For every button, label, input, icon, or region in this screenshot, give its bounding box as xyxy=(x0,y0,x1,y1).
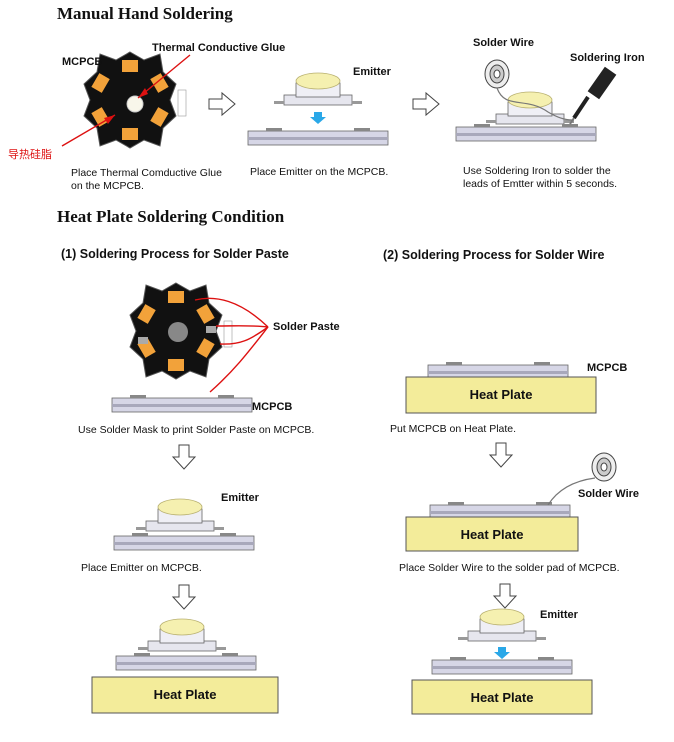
down-arrow-icon xyxy=(172,584,196,610)
manual-step1-caption-line1: Place Thermal Comductive Glue xyxy=(71,167,222,179)
section-title-heat-plate: Heat Plate Soldering Condition xyxy=(57,207,285,226)
manual-step3-caption-line2: leads of Emtter within 5 seconds. xyxy=(463,178,618,190)
emitter-on-board xyxy=(485,91,575,125)
heat-plate-label: Heat Plate xyxy=(471,690,534,705)
paste-step2-caption: Place Emitter on MCPCB. xyxy=(81,562,202,574)
paste-process-title: (1) Soldering Process for Solder Paste xyxy=(61,247,289,261)
heat-plate-label: Heat Plate xyxy=(154,687,217,702)
right-arrow-icon xyxy=(208,92,236,116)
heat-plate xyxy=(405,516,579,552)
emitter-label: Emitter xyxy=(540,609,578,621)
solder-paste-pointers xyxy=(194,297,269,393)
wire-process-title: (2) Soldering Process for Solder Wire xyxy=(383,248,605,262)
glue-pointer xyxy=(137,54,191,99)
down-arrow-icon xyxy=(493,583,517,609)
heat-plate-label: Heat Plate xyxy=(470,387,533,402)
glue-label: Thermal Conductive Glue xyxy=(152,42,286,54)
emitter-placed xyxy=(135,498,225,532)
manual-step1-caption-line2: on the MCPCB. xyxy=(71,180,144,192)
heat-plate xyxy=(91,676,279,714)
heat-plate xyxy=(405,376,597,414)
mcpcb-label: MCPCB xyxy=(587,362,628,374)
solder-wire-label: Solder Wire xyxy=(578,488,640,500)
soldering-iron-label: Soldering Iron xyxy=(570,52,645,64)
down-arrow-icon xyxy=(172,444,196,470)
wire-step1-caption: Put MCPCB on Heat Plate. xyxy=(390,423,517,435)
emitter-over-board xyxy=(457,608,547,642)
heat-plate-label: Heat Plate xyxy=(461,527,524,542)
mcpcb-label: MCPCB xyxy=(62,56,103,68)
mcpcb-label: MCPCB xyxy=(252,401,293,413)
manual-step2-caption: Place Emitter on the MCPCB. xyxy=(250,166,389,178)
solder-paste-label: Solder Paste xyxy=(273,321,340,333)
section-title-manual: Manual Hand Soldering xyxy=(57,4,233,23)
solder-wire-label: Solder Wire xyxy=(473,37,535,49)
mcpcb-top-view-paste xyxy=(129,282,233,380)
emitter-over-board xyxy=(273,72,363,106)
solder-wire-spool-icon xyxy=(484,59,510,89)
wire-step2-caption: Place Solder Wire to the solder pad of M… xyxy=(399,562,620,574)
emitter-label: Emitter xyxy=(353,66,391,78)
down-arrow-icon xyxy=(489,442,513,468)
place-arrow xyxy=(310,112,326,124)
paste-step1-caption: Use Solder Mask to print Solder Paste on… xyxy=(78,424,315,436)
solder-wire-spool-icon xyxy=(591,452,617,482)
mcpcb-top-view-glue xyxy=(83,51,187,149)
heat-plate xyxy=(411,679,593,715)
manual-step3-caption-line1: Use Soldering Iron to solder the xyxy=(463,165,611,177)
chinese-glue-label: 导热硅脂 xyxy=(8,149,52,161)
soldering-iron-icon xyxy=(569,66,617,125)
emitter-label: Emitter xyxy=(221,492,259,504)
right-arrow-icon xyxy=(412,92,440,116)
